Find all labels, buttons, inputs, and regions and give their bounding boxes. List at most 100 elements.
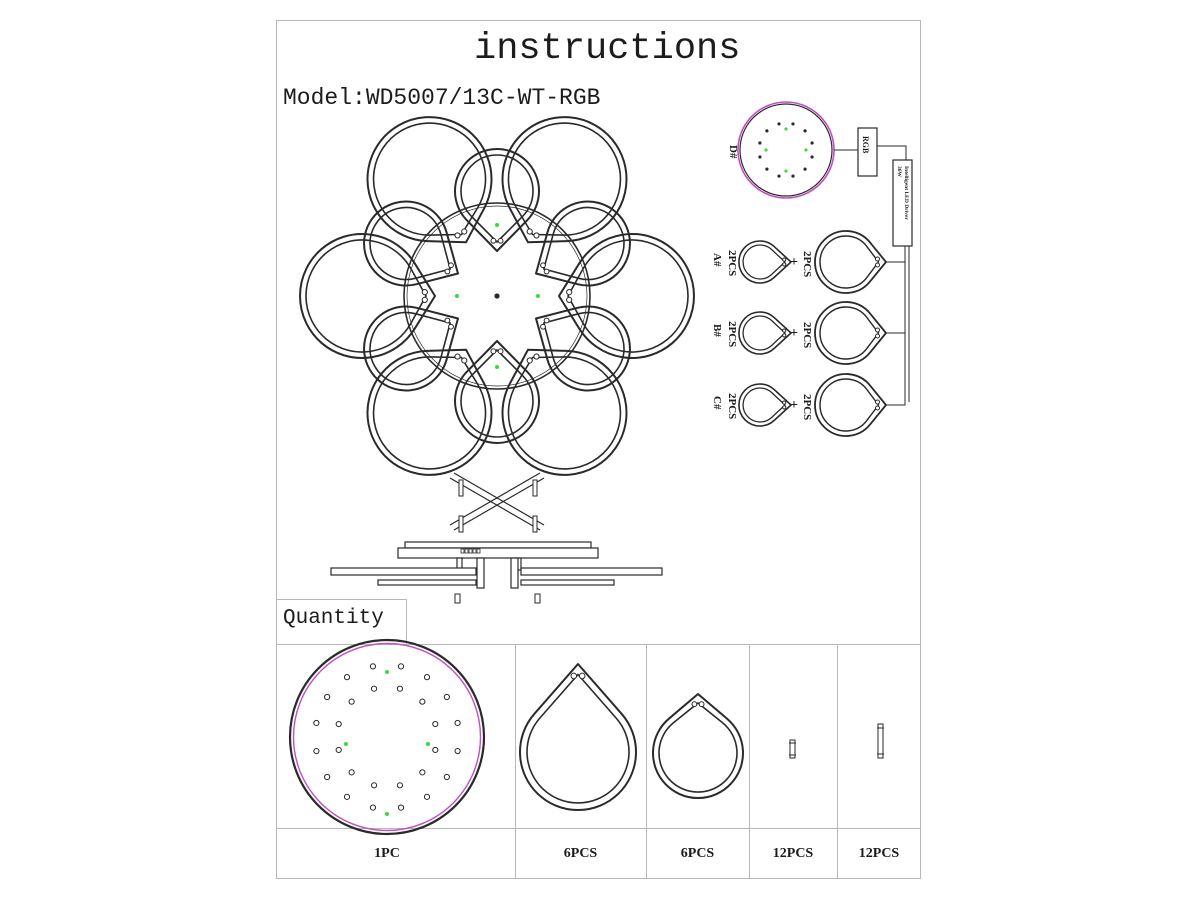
- row-2-large-petal-connector: [875, 327, 880, 333]
- small-petal-3-connector: [540, 323, 546, 330]
- inner-petal-quantity: 2PCS: [726, 250, 738, 277]
- small-petal-5-inner-edge: [369, 311, 451, 386]
- row-2-small-petal-outer-edge: [738, 311, 792, 355]
- large-petal-1-inner-edge: [372, 122, 487, 236]
- large-petal-3-inner-edge: [567, 239, 689, 353]
- large-petal-5-inner-edge: [372, 356, 487, 470]
- small-petal-4-outer-edge: [454, 340, 540, 444]
- small-petal-6: [363, 200, 459, 287]
- quantity-parts: [288, 638, 884, 836]
- base-plate-mount-hole: [432, 720, 439, 728]
- controller-disc-outline: [739, 103, 833, 197]
- led-indicator-dot: [385, 670, 389, 674]
- base-plate-mount-hole: [419, 769, 426, 776]
- wiring-row-b: B# 2PCS + 2PCS: [700, 321, 813, 351]
- base-plate-mount-hole: [343, 793, 351, 800]
- large-petal-part-connector: [570, 672, 578, 680]
- right-arm-bar: [520, 567, 663, 576]
- base-plate-mount-hole: [313, 747, 320, 755]
- large-petal-2-inner-edge: [507, 122, 622, 236]
- small-petal-4-inner-edge: [460, 349, 534, 438]
- small-petal-2: [535, 200, 631, 287]
- bracket-screw: [458, 479, 464, 497]
- large-petal-5-outer-edge: [366, 348, 493, 476]
- small-petal-3-connector: [543, 317, 550, 324]
- led-indicator-dot: [426, 742, 430, 746]
- large-petal-5-connector: [461, 357, 468, 364]
- base-plate-mount-hole: [432, 746, 439, 754]
- row-2-small-petal-connector: [782, 328, 787, 333]
- quantity-table-column-divider: [837, 644, 838, 879]
- terminal-block-slot: [476, 548, 481, 554]
- led-indicator-dot: [455, 294, 459, 298]
- quantity-heading-box: [276, 599, 407, 645]
- small-petal-5-connector: [444, 317, 451, 324]
- large-petal-3-outer-edge: [558, 233, 695, 359]
- large-petal-1-connector: [461, 228, 468, 235]
- controller-disc-mount-dot: [765, 167, 769, 171]
- controller-disc-mount-dot: [810, 141, 814, 145]
- center-plate-inner-outline: [406, 205, 588, 387]
- terminal-block-slot: [468, 548, 473, 554]
- row-3-small-petal-outer-edge: [738, 383, 792, 427]
- large-petal-part-inner-edge: [526, 673, 630, 804]
- center-mount-point: [494, 293, 500, 299]
- small-petal-5-outer-edge: [363, 305, 459, 392]
- row-2-small-petal-connector: [782, 333, 787, 338]
- row-3-small-petal-inner-edge: [742, 387, 786, 423]
- small-petal-3: [535, 305, 631, 392]
- large-petal-5: [366, 348, 493, 476]
- base-plate-mount-hole: [313, 719, 320, 727]
- base-plate-mount-hole: [396, 685, 404, 692]
- cross-bar-edge: [453, 477, 545, 531]
- plus-sign: +: [790, 398, 798, 413]
- large-petal-2: [501, 116, 628, 244]
- large-petal-6-outer-edge: [299, 233, 436, 359]
- plus-sign: +: [790, 255, 798, 270]
- mounting-fitting: [534, 593, 541, 604]
- driver-box-power: 36W: [896, 166, 902, 177]
- led-indicator-dot: [495, 365, 499, 369]
- quantity-table: [276, 644, 921, 879]
- row-2-large-petal-connector: [875, 333, 880, 339]
- quantity-table-column-divider: [646, 644, 647, 879]
- quantity-heading: Quantity: [283, 607, 384, 630]
- large-petal-6-connector: [421, 289, 428, 296]
- long-fitting-part: [877, 723, 884, 759]
- row-1-small-petal-connector: [782, 257, 787, 262]
- canopy-body: [397, 547, 599, 559]
- row-1-large-petal-outer-edge: [814, 230, 887, 294]
- short-fitting-body: [789, 739, 796, 759]
- terminal-block-slot: [460, 548, 465, 554]
- base-plate-mount-hole: [454, 719, 461, 727]
- quantity-table-column-divider: [749, 644, 750, 879]
- small-petal-6-outer-edge: [363, 200, 459, 287]
- mounting-fitting: [454, 593, 461, 604]
- controller-disc-mount-dot: [791, 174, 795, 178]
- base-plate-mount-hole: [369, 663, 377, 670]
- bracket-screw: [458, 515, 464, 533]
- base-plate-mount-hole: [369, 804, 377, 811]
- large-petal-4-outer-edge: [501, 348, 628, 476]
- small-petal-5: [363, 305, 459, 392]
- row-1-small-petal-inner-edge: [742, 244, 786, 280]
- large-petal-5-connector: [454, 353, 461, 360]
- small-petal-6-connector: [444, 268, 451, 275]
- small-petal-4: [454, 340, 540, 444]
- led-indicator-dot: [344, 742, 348, 746]
- row-3-large-petal-connector: [875, 405, 880, 411]
- controller-disc-mount-dot: [803, 129, 807, 133]
- quantity-table-row-divider: [276, 828, 921, 829]
- base-plate-mount-hole: [348, 698, 355, 705]
- wire: [877, 145, 907, 160]
- controller-disc-mount-dot: [758, 155, 762, 159]
- small-petal-part-connector: [691, 701, 698, 708]
- small-petal-6-connector: [448, 262, 454, 269]
- small-petal-6-inner-edge: [369, 206, 451, 281]
- terminal-block-slot: [464, 548, 469, 554]
- controller-disc-mount-dot: [765, 129, 769, 133]
- model-number: Model:WD5007/13C-WT-RGB: [283, 85, 601, 111]
- large-petal-3-connector: [566, 289, 573, 296]
- small-petal-2-inner-edge: [543, 206, 625, 281]
